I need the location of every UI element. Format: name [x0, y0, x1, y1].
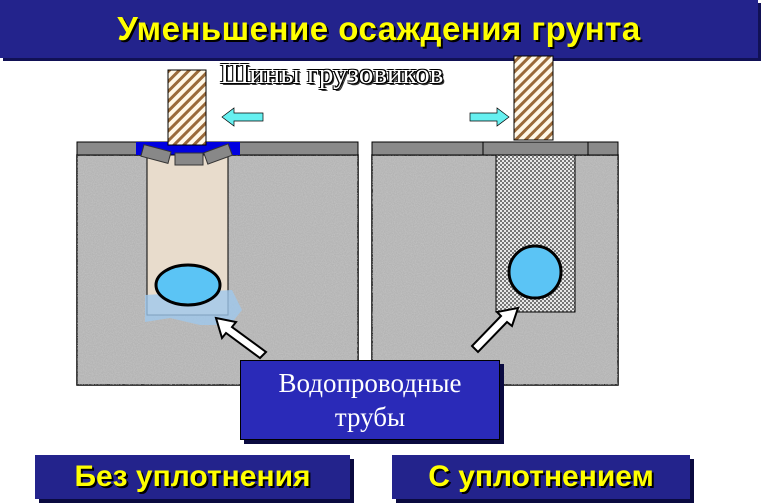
right-tire: [513, 55, 554, 141]
caption-left-text: Без уплотнения: [74, 460, 311, 493]
arrow-left-icon: [221, 107, 264, 127]
caption-without-compaction: Без уплотнения: [35, 455, 350, 499]
broken-slab: [174, 152, 204, 166]
arrow-right-icon: [469, 107, 510, 127]
slide-title: Уменьшение осаждения грунта: [117, 10, 641, 47]
pipes-label-line1: Водопроводные: [278, 368, 462, 398]
left-pipe: [154, 263, 222, 307]
broken-slab: [203, 143, 233, 165]
pipes-label-line2: трубы: [334, 402, 406, 432]
left-tire: [167, 69, 207, 146]
caption-with-compaction: С уплотнением: [392, 455, 690, 499]
broken-slab: [140, 143, 172, 165]
pointer-arrow-right-icon: [470, 306, 520, 354]
left-ground: [76, 69, 359, 386]
right-pipe: [507, 244, 563, 300]
right-ground: [371, 55, 619, 386]
tires-label: Шины грузовиков: [220, 58, 444, 90]
caption-right-text: С уплотнением: [428, 460, 654, 493]
title-bar: Уменьшение осаждения грунта: [0, 0, 758, 58]
pipes-label-box: Водопроводные трубы: [240, 360, 500, 440]
pointer-arrow-left-icon: [214, 316, 268, 360]
